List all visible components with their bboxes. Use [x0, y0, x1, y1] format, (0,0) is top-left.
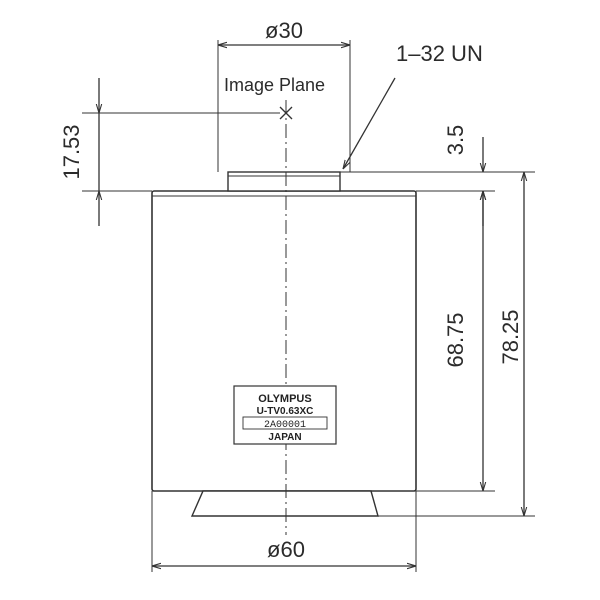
dim-dia-30-text: ø30	[265, 18, 303, 43]
c-mount-thread	[227, 171, 341, 192]
dim-dia-30: ø30	[217, 18, 351, 172]
nameplate: OLYMPUS U-TV0.63XC 2A00001 JAPAN	[233, 385, 337, 445]
dim-68-75-text: 68.75	[443, 312, 468, 367]
image-plane-label: Image Plane	[224, 75, 325, 95]
dim-3-5: 3.5	[443, 125, 483, 226]
adapter-body	[151, 190, 417, 492]
nameplate-brand: OLYMPUS	[258, 393, 311, 405]
image-plane-marker	[279, 106, 293, 120]
nameplate-serial: 2A00001	[264, 420, 306, 431]
dim-3-5-text: 3.5	[443, 125, 468, 156]
nameplate-model: U-TV0.63XC	[257, 406, 314, 417]
dim-dia-60-text: ø60	[267, 537, 305, 562]
thread-callout-text: 1–32 UN	[396, 41, 483, 66]
dim-78-25-text: 78.25	[498, 309, 523, 364]
dim-17-53: 17.53	[59, 78, 280, 226]
nameplate-origin: JAPAN	[268, 432, 301, 443]
dim-68-75: 68.75	[443, 191, 483, 491]
dim-dia-60: ø60	[151, 491, 417, 572]
bottom-mount	[190, 490, 379, 517]
thread-callout: 1–32 UN	[343, 41, 483, 169]
dim-17-53-text: 17.53	[59, 124, 84, 179]
dim-78-25: 78.25	[498, 172, 524, 516]
